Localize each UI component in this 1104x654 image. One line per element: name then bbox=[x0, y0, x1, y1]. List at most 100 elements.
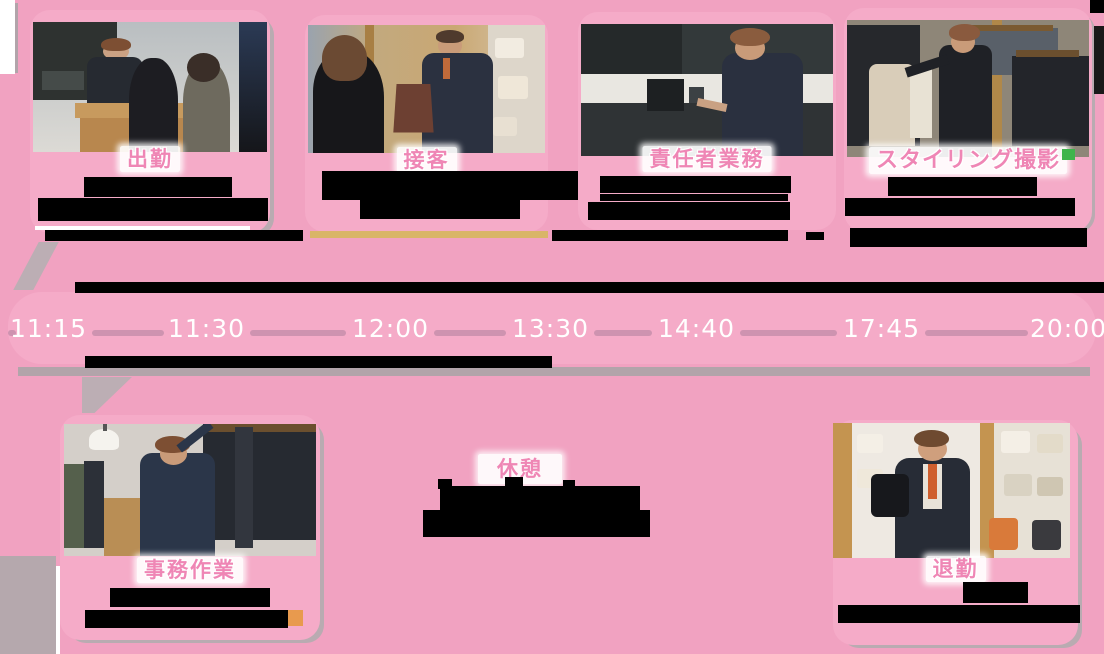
gold-accent-bar bbox=[310, 231, 548, 238]
photo-rack-rail-2 bbox=[1016, 50, 1080, 57]
photo-upper-cabinets-dark bbox=[581, 24, 682, 75]
timeline-dash bbox=[434, 330, 506, 336]
redacted-text-bar bbox=[563, 480, 575, 489]
redacted-text-bar bbox=[888, 177, 1037, 196]
card-office-work: 事務作業 bbox=[60, 415, 320, 640]
redacted-text-bar bbox=[38, 198, 268, 221]
photo-green-coat bbox=[64, 463, 85, 549]
redacted-text-bar bbox=[360, 200, 520, 219]
photo-organizing-clothes bbox=[64, 424, 316, 556]
card-office-work-label: 事務作業 bbox=[137, 557, 243, 584]
photo-bag-2 bbox=[497, 76, 529, 100]
timeline-time-1745: 17:45 bbox=[843, 314, 921, 343]
card-bottom-highlight bbox=[35, 226, 250, 230]
photo-staff-hair bbox=[948, 24, 981, 41]
photo-staff-hair bbox=[100, 37, 132, 51]
page-corner-shadow bbox=[15, 3, 18, 73]
redacted-text-bar bbox=[552, 230, 788, 241]
photo-staff-body bbox=[722, 53, 803, 156]
photo-visitor-2-hair bbox=[187, 53, 221, 82]
card-arrival: 出勤 bbox=[30, 10, 270, 233]
photo-beige-coat bbox=[868, 63, 915, 147]
timeline-dash bbox=[8, 330, 16, 336]
green-accent-square bbox=[1062, 149, 1075, 160]
photo-monitor bbox=[646, 79, 685, 112]
photo-dark-doorway bbox=[238, 22, 267, 152]
redacted-text-bar bbox=[588, 202, 790, 220]
redacted-text-bar bbox=[806, 232, 824, 240]
photo-customer-hair bbox=[322, 35, 368, 82]
orange-accent-square bbox=[288, 610, 303, 626]
photo-staff-tie bbox=[443, 58, 451, 79]
photo-handing-shopping-bag bbox=[308, 25, 545, 153]
card-tail-shadow-bottom bbox=[82, 377, 132, 413]
timeline-dash bbox=[594, 330, 652, 336]
card-customer-service: 接客 bbox=[305, 15, 548, 232]
photo-bag-a bbox=[856, 433, 883, 453]
page-left-white-sliver bbox=[56, 566, 60, 654]
card-styling-shoot-label: スタイリング撮影 bbox=[868, 147, 1068, 175]
photo-staff-hair bbox=[913, 429, 950, 448]
photo-brown-shopping-bag bbox=[393, 83, 434, 133]
photo-black-bag-shelf bbox=[1032, 520, 1061, 550]
photo-pendant-lamp bbox=[89, 429, 120, 451]
redacted-text-bar bbox=[423, 510, 650, 537]
timeline-dash bbox=[740, 330, 837, 336]
card-manager-duties-label: 責任者業務 bbox=[642, 146, 772, 173]
photo-wood-pillar-left bbox=[833, 423, 852, 558]
photo-shelf-item bbox=[42, 71, 85, 90]
photo-staff-hair bbox=[729, 27, 770, 47]
redacted-text-bar bbox=[85, 610, 288, 628]
redacted-text-bar bbox=[850, 228, 1087, 247]
photo-bag-1 bbox=[495, 37, 524, 59]
page-right-dark-strip bbox=[1094, 26, 1104, 94]
photo-leaving-store bbox=[833, 423, 1070, 558]
timeline-shadow bbox=[18, 367, 1090, 376]
redacted-text-bar bbox=[440, 486, 640, 512]
photo-leather-jackets bbox=[1011, 55, 1089, 147]
photo-shoulder-bag bbox=[870, 474, 909, 518]
card-arrival-label: 出勤 bbox=[120, 146, 180, 173]
photo-white-coat bbox=[909, 69, 932, 138]
timeline-time-1115: 11:15 bbox=[10, 314, 88, 343]
timeline-dash bbox=[925, 330, 1028, 336]
card-tail-shadow-top bbox=[13, 242, 59, 290]
timeline-time-1330: 13:30 bbox=[512, 314, 590, 343]
photo-bag-c bbox=[1001, 431, 1030, 453]
card-customer-service-label: 接客 bbox=[396, 147, 457, 174]
redacted-text-bar bbox=[600, 176, 791, 193]
photo-bag-d bbox=[1036, 433, 1063, 453]
timeline-dash bbox=[92, 330, 164, 336]
photo-styling-racks bbox=[847, 20, 1089, 157]
redacted-text-bar bbox=[322, 171, 578, 200]
photo-working-at-register bbox=[581, 24, 833, 156]
photo-wood-pillar bbox=[992, 20, 1002, 157]
redacted-text-bar bbox=[963, 582, 1028, 603]
timeline-time-2000: 20:00 bbox=[1030, 314, 1104, 343]
photo-staff-tie bbox=[927, 463, 938, 499]
card-manager-duties: 責任者業務 bbox=[578, 12, 836, 230]
redacted-text-bar bbox=[45, 230, 303, 241]
card-styling-shoot: スタイリング撮影 bbox=[844, 8, 1092, 232]
photo-visitor-1 bbox=[128, 58, 179, 152]
redacted-text-bar bbox=[438, 479, 452, 489]
timeline-bar: 11:15 11:30 12:00 13:30 14:40 17:45 20:0… bbox=[8, 292, 1104, 364]
redacted-text-bar bbox=[75, 282, 1104, 293]
photo-lamp-cord bbox=[103, 424, 107, 431]
photo-staff-hair bbox=[435, 30, 465, 43]
redacted-text-bar bbox=[600, 194, 788, 201]
redacted-text-bar bbox=[845, 198, 1075, 216]
photo-orange-bag bbox=[989, 517, 1018, 550]
photo-bag-3 bbox=[492, 117, 517, 137]
photo-coat-rail bbox=[202, 424, 316, 541]
photo-dark-coat bbox=[84, 460, 105, 549]
photo-rack-rail bbox=[960, 25, 1053, 31]
redacted-text-bar bbox=[838, 605, 1080, 623]
photo-staff-body bbox=[139, 453, 216, 556]
photo-bag-f bbox=[1036, 477, 1063, 496]
photo-staff-jacket bbox=[421, 53, 493, 153]
timeline-time-1130: 11:30 bbox=[168, 314, 246, 343]
timeline-time-1200: 12:00 bbox=[352, 314, 430, 343]
photo-coat-highlight bbox=[235, 426, 253, 549]
timeline-time-1440: 14:40 bbox=[658, 314, 736, 343]
